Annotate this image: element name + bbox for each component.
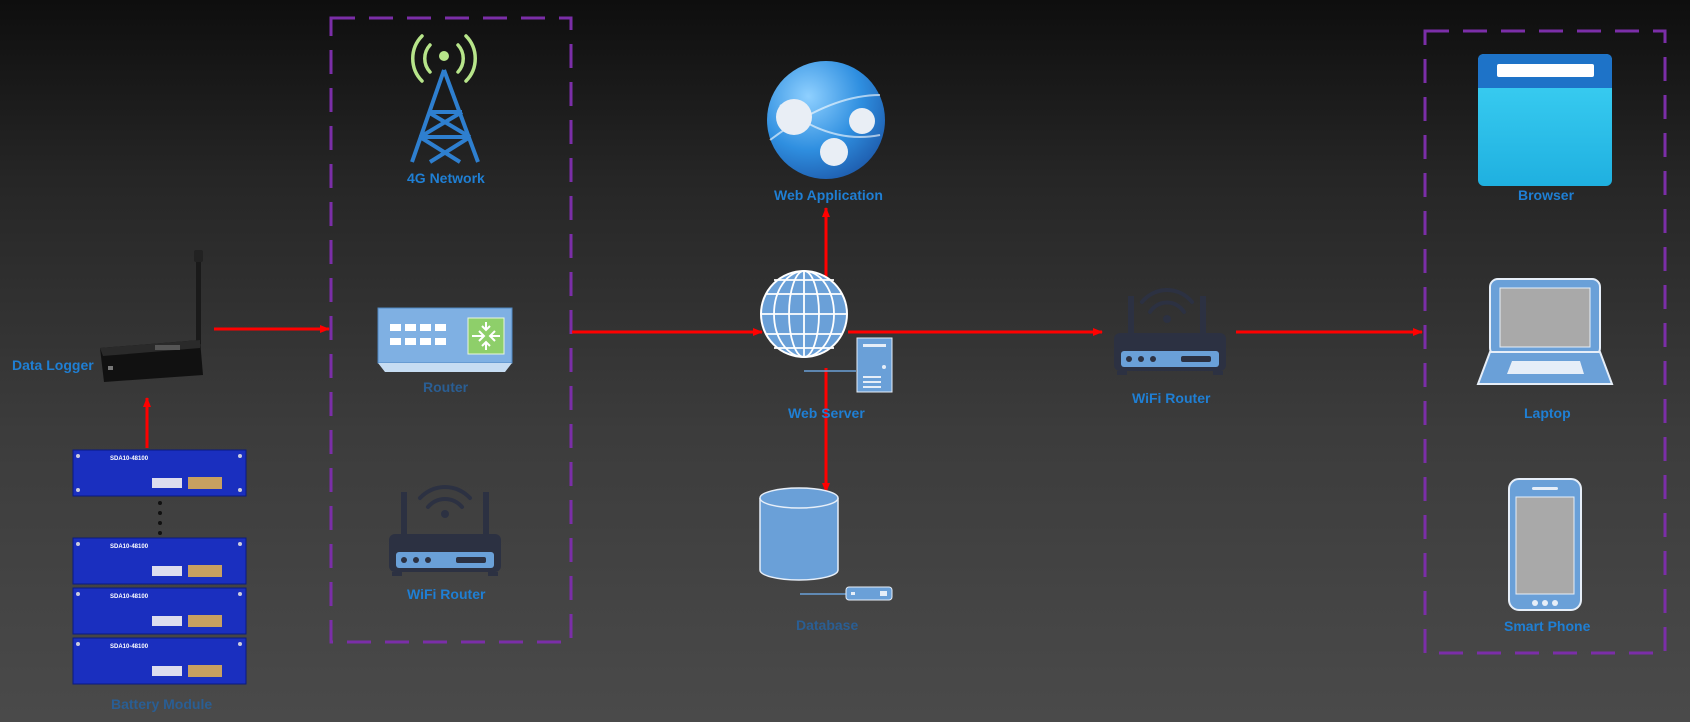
web-application-label: Web Application xyxy=(774,187,883,203)
battery-unit-text: SDA10-48100 xyxy=(110,456,149,462)
laptop-label: Laptop xyxy=(1524,405,1571,421)
browser-label: Browser xyxy=(1518,187,1575,203)
web-app-icon xyxy=(767,61,885,179)
wifi-router-icon xyxy=(389,485,501,576)
network-4g-node[interactable]: 4G Network xyxy=(407,34,485,186)
battery-module-node[interactable]: SDA10-48100 SDA10-48100 SDA10-48100 xyxy=(72,449,247,712)
client-group-border xyxy=(1423,29,1667,655)
data-logger-label: Data Logger xyxy=(12,357,94,373)
cell-tower-icon xyxy=(410,34,480,164)
battery-ellipsis xyxy=(158,501,162,535)
edges xyxy=(143,207,1423,493)
battery-unit: SDA10-48100 xyxy=(72,449,247,497)
wifi-router-mid-node[interactable]: WiFi Router xyxy=(1114,288,1226,406)
web-server-label: Web Server xyxy=(788,405,865,421)
web-application-node[interactable]: Web Application xyxy=(767,61,885,203)
battery-module-label: Battery Module xyxy=(111,696,212,712)
battery-unit: SDA10-48100 xyxy=(72,537,247,585)
web-server-node[interactable]: Web Server xyxy=(760,270,893,421)
data-logger-icon xyxy=(100,250,203,382)
laptop-node[interactable]: Laptop xyxy=(1476,278,1614,421)
network-group-border xyxy=(329,16,573,644)
battery-unit: SDA10-48100 xyxy=(72,587,247,635)
battery-unit-text: SDA10-48100 xyxy=(110,544,149,550)
browser-icon xyxy=(1478,54,1612,186)
laptop-icon xyxy=(1476,278,1614,385)
browser-node[interactable]: Browser xyxy=(1478,54,1612,203)
network-switch-icon xyxy=(377,307,513,372)
battery-unit: SDA10-48100 xyxy=(72,637,247,685)
battery-unit-text: SDA10-48100 xyxy=(110,594,149,600)
battery-unit-text: SDA10-48100 xyxy=(110,644,149,650)
router-label: Router xyxy=(423,379,469,395)
database-icon xyxy=(759,487,893,601)
database-label: Database xyxy=(796,617,858,633)
battery-rack-icon: SDA10-48100 SDA10-48100 SDA10-48100 xyxy=(72,449,247,685)
router-node[interactable]: Router xyxy=(377,307,513,395)
smartphone-icon xyxy=(1508,478,1582,611)
smart-phone-label: Smart Phone xyxy=(1504,618,1591,634)
wifi-router-icon xyxy=(1114,288,1226,375)
globe-server-icon xyxy=(760,270,893,393)
network-4g-label: 4G Network xyxy=(407,170,485,186)
wifi-router-left-label: WiFi Router xyxy=(407,586,486,602)
smart-phone-node[interactable]: Smart Phone xyxy=(1504,478,1591,634)
database-node[interactable]: Database xyxy=(759,487,893,633)
wifi-router-mid-label: WiFi Router xyxy=(1132,390,1211,406)
data-logger-node[interactable]: Data Logger xyxy=(12,250,203,382)
wifi-router-left-node[interactable]: WiFi Router xyxy=(389,485,501,602)
